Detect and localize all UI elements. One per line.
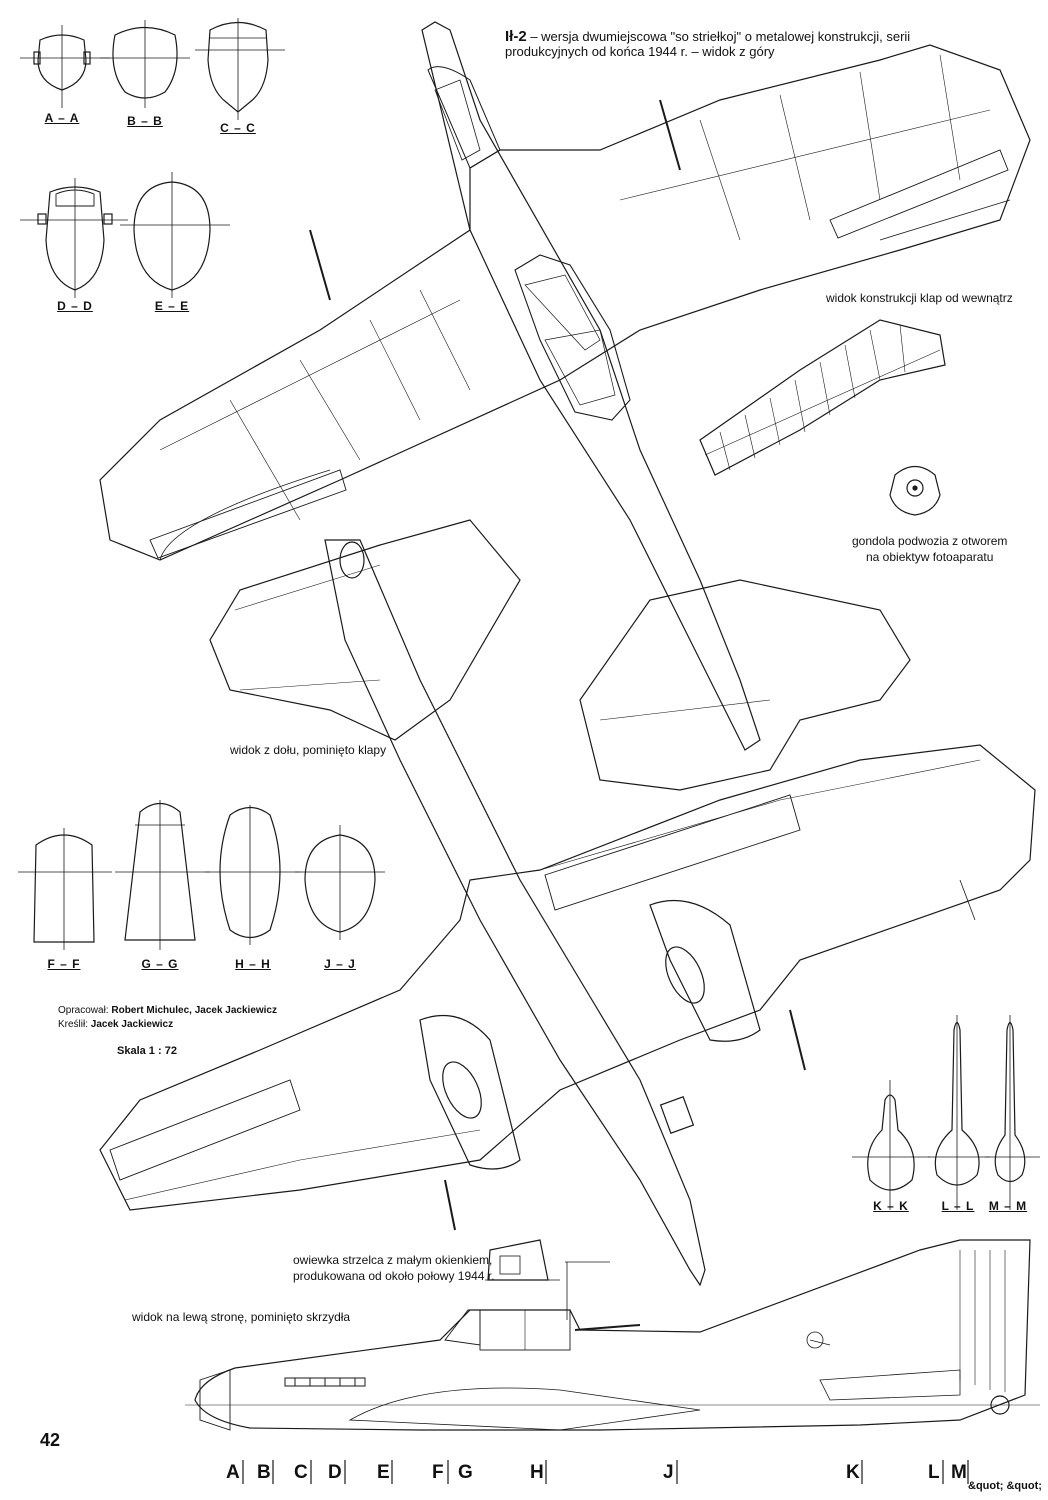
section-label-b-b: B – B (127, 114, 163, 128)
section-d-d-shape (20, 178, 128, 298)
station-a: A (226, 1462, 240, 1483)
top-view (99, 21, 1031, 791)
station-d: D (328, 1462, 342, 1483)
credits-drawn: Kreślił: Jacek Jackiewicz (58, 1019, 173, 1031)
section-m-m-shape (985, 1015, 1040, 1210)
model-title: Ił-2 (505, 28, 527, 45)
section-label-a-a: A – A (44, 111, 80, 125)
bottom-view (99, 519, 1036, 1287)
caption-flaps: widok konstrukcji klap od wewnątrz (826, 291, 1013, 305)
model-description-line2: produkcyjnych od końca 1944 r. – widok z… (505, 44, 775, 59)
section-k-k-shape (852, 1080, 930, 1210)
section-label-j-j: J – J (324, 957, 356, 971)
section-h-h-shape (205, 805, 300, 945)
section-label-c-c: C – C (220, 121, 256, 135)
station-b: B (257, 1462, 271, 1483)
section-label-l-l: L – L (941, 1199, 975, 1213)
side-view (185, 1239, 1040, 1431)
credits-drawn-names: Jacek Jackiewicz (90, 1019, 174, 1030)
section-l-l-shape (928, 1015, 990, 1210)
section-j-j-shape (295, 825, 385, 940)
gunner-canopy-detail (485, 1239, 610, 1320)
section-label-k-k: K – K (873, 1199, 909, 1213)
station-f: F (432, 1462, 444, 1483)
station-e: E (377, 1462, 390, 1483)
station-ticks (242, 1460, 969, 1484)
station-g: G (458, 1462, 473, 1483)
section-b-b-shape (100, 20, 190, 108)
station-h: H (530, 1462, 544, 1483)
section-label-d-d: D – D (57, 299, 93, 313)
section-f-f-shape (18, 828, 112, 950)
section-g-g-shape (115, 800, 210, 950)
caption-side-view: widok na lewą stronę, pominięto skrzydła (132, 1310, 351, 1324)
section-label-m-m: M – M (988, 1199, 1028, 1213)
station-j: J (663, 1462, 674, 1483)
station-k: K (846, 1462, 860, 1483)
caption-canopy-line2: produkowana od około połowy 1944 r. (293, 1269, 495, 1283)
credits-drawn-label: Kreślił: (58, 1019, 89, 1030)
section-a-a-shape (20, 25, 110, 108)
flap-structure-view (699, 319, 946, 476)
credits-prepared-names: Robert Michulec, Jacek Jackiewicz (111, 1005, 277, 1016)
station-c: C (294, 1462, 308, 1483)
caption-gondola-line2: na obiektyw fotoaparatu (866, 550, 994, 564)
section-label-h-h: H – H (235, 957, 271, 971)
caption-gondola-line1: gondola podwozia z otworem (852, 534, 1008, 548)
header-line1: Ił-2 – wersja dwumiejscowa "so striełkoj… (505, 28, 910, 45)
section-label-f-f: F – F (47, 957, 81, 971)
station-m: M (951, 1462, 967, 1483)
section-label-e-e: E – E (154, 299, 190, 313)
caption-canopy-line1: owiewka strzelca z małym okienkiem, (293, 1253, 493, 1267)
credits-prepared: Opracował: Robert Michulec, Jacek Jackie… (58, 1005, 277, 1017)
section-label-g-g: G – G (141, 957, 179, 971)
section-c-c-shape (195, 18, 285, 120)
station-l: L (928, 1462, 940, 1483)
gondola-detail (889, 465, 941, 516)
corner-text: &quot; &quot; (968, 1480, 1042, 1492)
scale-label: Skala 1 : 72 (117, 1045, 177, 1057)
model-description-line1: – wersja dwumiejscowa "so striełkoj" o m… (530, 29, 911, 44)
page-number: 42 (40, 1430, 61, 1450)
section-e-e-shape (120, 172, 230, 298)
credits-prepared-label: Opracował: (58, 1005, 109, 1016)
caption-bottom-view: widok z dołu, pominięto klapy (230, 743, 387, 757)
